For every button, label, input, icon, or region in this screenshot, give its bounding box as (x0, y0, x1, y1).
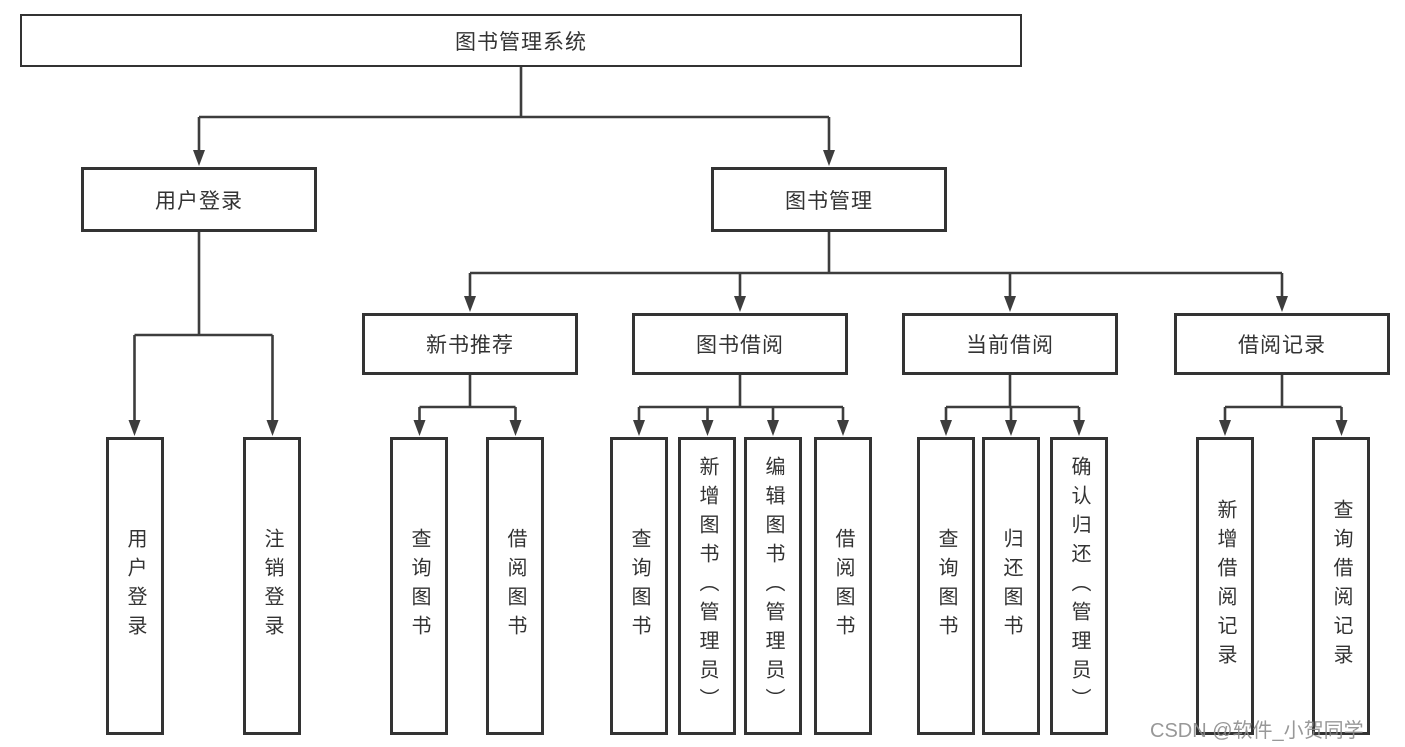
leaf-label: 借阅图书 (504, 528, 526, 644)
leaf-borrow-books-recommend: 借阅图书 (486, 437, 544, 735)
leaf-label: 查询借阅记录 (1330, 499, 1352, 673)
node-label: 用户登录 (155, 189, 243, 213)
leaf-label: 归还图书 (1000, 528, 1022, 644)
node-current-borrowing: 当前借阅 (902, 313, 1118, 375)
leaf-add-books-admin: 新增图书（管理员） (678, 437, 736, 735)
node-book-management: 图书管理 (711, 167, 947, 232)
tree-connectors (133, 67, 1343, 424)
leaf-label: 查询图书 (408, 528, 430, 644)
leaf-edit-books-admin: 编辑图书（管理员） (744, 437, 802, 735)
node-label: 新书推荐 (426, 334, 514, 357)
node-label: 借阅记录 (1238, 334, 1326, 357)
node-borrow-records: 借阅记录 (1174, 313, 1390, 375)
node-label: 图书管理系统 (455, 30, 587, 54)
leaf-borrow-books-borrowing: 借阅图书 (814, 437, 872, 735)
arrowheads (128, 150, 1348, 436)
leaf-label: 注销登录 (261, 528, 283, 644)
leaf-user-login: 用户登录 (106, 437, 164, 735)
node-book-borrowing: 图书借阅 (632, 313, 848, 375)
node-new-book-recommend: 新书推荐 (362, 313, 578, 375)
leaf-label: 用户登录 (124, 528, 146, 644)
csdn-watermark: CSDN @软件_小贺同学 (1150, 720, 1364, 742)
leaf-logout-login: 注销登录 (243, 437, 301, 735)
leaf-label: 查询图书 (628, 528, 650, 644)
leaf-add-borrow-record: 新增借阅记录 (1196, 437, 1254, 735)
node-library-management-system: 图书管理系统 (20, 14, 1022, 67)
leaf-query-books-recommend: 查询图书 (390, 437, 448, 735)
leaf-label: 确认归还（管理员） (1068, 455, 1090, 717)
node-label: 图书管理 (785, 189, 873, 213)
leaf-label: 借阅图书 (832, 528, 854, 644)
leaf-query-borrow-record: 查询借阅记录 (1312, 437, 1370, 735)
leaf-query-books-borrowing: 查询图书 (610, 437, 668, 735)
leaf-label: 新增借阅记录 (1214, 499, 1236, 673)
leaf-return-books: 归还图书 (982, 437, 1040, 735)
node-user-login: 用户登录 (81, 167, 317, 232)
leaf-query-books-current: 查询图书 (917, 437, 975, 735)
leaf-label: 查询图书 (935, 528, 957, 644)
leaf-confirm-return-admin: 确认归还（管理员） (1050, 437, 1108, 735)
node-label: 图书借阅 (696, 334, 784, 357)
leaf-label: 新增图书（管理员） (696, 455, 718, 717)
node-label: 当前借阅 (966, 334, 1054, 357)
leaf-label: 编辑图书（管理员） (762, 455, 784, 717)
